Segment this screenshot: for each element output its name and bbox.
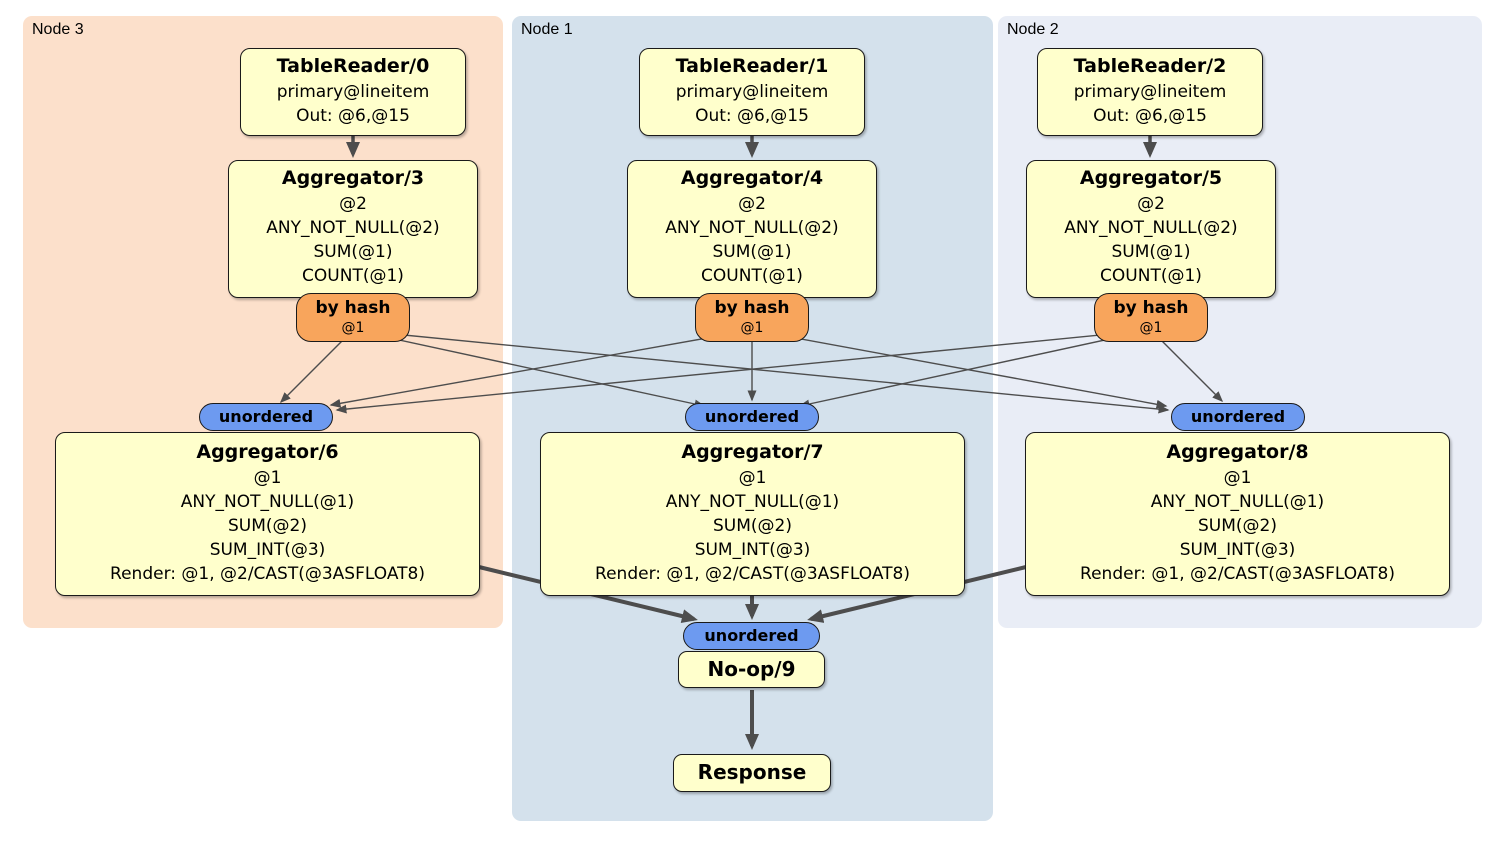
tablereader-1-box: TableReader/1 primary@lineitem Out: @6,@… <box>639 48 865 136</box>
sync-unordered-node3: unordered <box>199 403 333 431</box>
aggregator-8-title: Aggregator/8 <box>1166 441 1309 463</box>
hash-router-3-columns: @1 <box>341 320 365 336</box>
sync-unordered-node2: unordered <box>1171 403 1305 431</box>
hash-router-4: by hash @1 <box>695 293 809 342</box>
aggregator-6-box: Aggregator/6 @1 ANY_NOT_NULL(@1) SUM(@2)… <box>55 432 480 596</box>
sync-unordered-final: unordered <box>683 622 820 650</box>
tablereader-1-out: Out: @6,@15 <box>695 106 809 126</box>
aggregator-3-fn2: SUM(@1) <box>313 242 393 262</box>
aggregator-4-title: Aggregator/4 <box>680 167 824 189</box>
aggregator-8-box: Aggregator/8 @1 ANY_NOT_NULL(@1) SUM(@2)… <box>1025 432 1450 596</box>
aggregator-4-fn2: SUM(@1) <box>712 242 792 262</box>
hash-router-4-columns: @1 <box>740 320 764 336</box>
aggregator-7-title: Aggregator/7 <box>681 441 824 463</box>
panel-label-node-2: Node 2 <box>1007 21 1059 38</box>
aggregator-4-box: Aggregator/4 @2 ANY_NOT_NULL(@2) SUM(@1)… <box>627 160 877 298</box>
panel-label-node-3: Node 3 <box>32 21 84 38</box>
tablereader-1-index: primary@lineitem <box>675 82 829 102</box>
sync-unordered-node1: unordered <box>685 403 819 431</box>
aggregator-3-fn1: ANY_NOT_NULL(@2) <box>266 218 440 238</box>
tablereader-0-title: TableReader/0 <box>276 55 430 77</box>
aggregator-7-group: @1 <box>738 468 767 488</box>
aggregator-8-group: @1 <box>1223 468 1252 488</box>
tablereader-2-title: TableReader/2 <box>1073 55 1227 77</box>
aggregator-5-fn3: COUNT(@1) <box>1100 266 1202 286</box>
aggregator-6-render: Render: @1, @2/CAST(@3ASFLOAT8) <box>110 564 425 584</box>
aggregator-3-group: @2 <box>339 194 367 214</box>
aggregator-7-box: Aggregator/7 @1 ANY_NOT_NULL(@1) SUM(@2)… <box>540 432 965 596</box>
panel-label-node-1: Node 1 <box>521 21 573 38</box>
hash-router-4-label: by hash <box>714 298 790 318</box>
tablereader-0-box: TableReader/0 primary@lineitem Out: @6,@… <box>240 48 466 136</box>
aggregator-6-fn2: SUM(@2) <box>228 516 307 536</box>
noop-9-box: No-op/9 <box>678 651 825 688</box>
aggregator-3-box: Aggregator/3 @2 ANY_NOT_NULL(@2) SUM(@1)… <box>228 160 478 298</box>
tablereader-2-out: Out: @6,@15 <box>1093 106 1207 126</box>
aggregator-5-fn1: ANY_NOT_NULL(@2) <box>1064 218 1238 238</box>
aggregator-5-group: @2 <box>1137 194 1165 214</box>
aggregator-5-box: Aggregator/5 @2 ANY_NOT_NULL(@2) SUM(@1)… <box>1026 160 1276 298</box>
aggregator-8-fn2: SUM(@2) <box>1198 516 1277 536</box>
aggregator-5-fn2: SUM(@1) <box>1111 242 1191 262</box>
hash-router-3-label: by hash <box>315 298 391 318</box>
aggregator-8-render: Render: @1, @2/CAST(@3ASFLOAT8) <box>1080 564 1395 584</box>
aggregator-7-render: Render: @1, @2/CAST(@3ASFLOAT8) <box>595 564 910 584</box>
aggregator-6-title: Aggregator/6 <box>196 441 339 463</box>
aggregator-3-title: Aggregator/3 <box>281 167 425 189</box>
tablereader-1-title: TableReader/1 <box>675 55 829 77</box>
aggregator-7-fn2: SUM(@2) <box>713 516 792 536</box>
hash-router-5: by hash @1 <box>1094 293 1208 342</box>
aggregator-8-fn3: SUM_INT(@3) <box>1179 540 1296 560</box>
aggregator-7-fn1: ANY_NOT_NULL(@1) <box>665 492 840 512</box>
tablereader-0-index: primary@lineitem <box>276 82 430 102</box>
aggregator-6-group: @1 <box>253 468 282 488</box>
tablereader-2-index: primary@lineitem <box>1073 82 1227 102</box>
hash-router-3: by hash @1 <box>296 293 410 342</box>
aggregator-5-title: Aggregator/5 <box>1079 167 1223 189</box>
hash-router-5-label: by hash <box>1113 298 1189 318</box>
response-box: Response <box>673 754 831 792</box>
aggregator-3-fn3: COUNT(@1) <box>302 266 404 286</box>
aggregator-4-fn3: COUNT(@1) <box>701 266 803 286</box>
aggregator-7-fn3: SUM_INT(@3) <box>694 540 811 560</box>
aggregator-4-fn1: ANY_NOT_NULL(@2) <box>665 218 839 238</box>
aggregator-6-fn1: ANY_NOT_NULL(@1) <box>180 492 355 512</box>
aggregator-4-group: @2 <box>738 194 766 214</box>
aggregator-8-fn1: ANY_NOT_NULL(@1) <box>1150 492 1325 512</box>
aggregator-6-fn3: SUM_INT(@3) <box>209 540 326 560</box>
tablereader-2-box: TableReader/2 primary@lineitem Out: @6,@… <box>1037 48 1263 136</box>
tablereader-0-out: Out: @6,@15 <box>296 106 410 126</box>
hash-router-5-columns: @1 <box>1139 320 1163 336</box>
